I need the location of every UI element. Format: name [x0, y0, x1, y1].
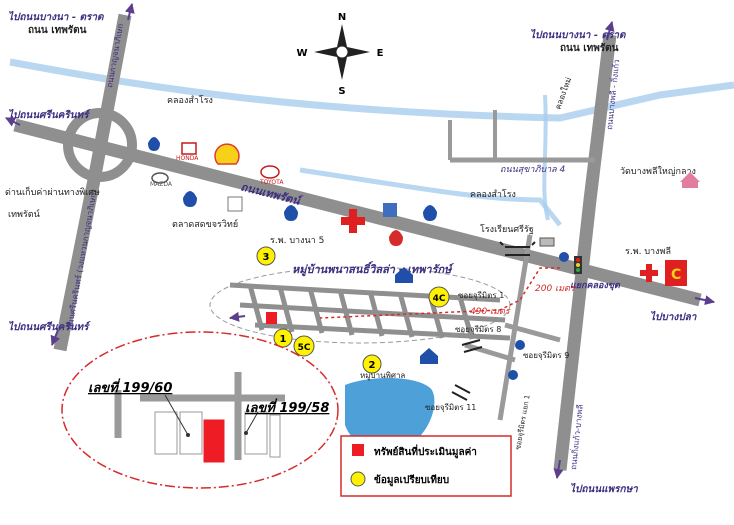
compass-w: W — [296, 48, 307, 59]
bank-icon — [383, 203, 397, 217]
label-canal-right: คลองใหม่ — [553, 76, 573, 110]
label-toll: ด่านเก็บค่าผ่านทางพิเศษ — [5, 185, 100, 198]
house-icon — [395, 267, 438, 364]
direction-arrows — [5, 3, 715, 479]
label-to-bangpla: ไปบางปลา — [650, 310, 698, 323]
legend-comparable-swatch — [350, 471, 366, 487]
label-soi-alley: ซอยจุรีมิตร แยก 1 — [514, 394, 532, 450]
label-market: ตลาดสดขจรวิทย์ — [172, 218, 238, 230]
canal-mid — [299, 167, 562, 227]
label-village-main: หมู่บ้านพนาสนธิ์วิลล่า - เทพารักษ์ — [292, 261, 455, 277]
compass-e: E — [377, 48, 384, 59]
label-honda: HONDA — [176, 155, 199, 162]
label-distance-490: 490 เมตร — [470, 307, 511, 317]
marker-5c: 5C — [298, 343, 311, 353]
legend: ทรัพย์สินที่ประเมินมูลค่า ข้อมูลเปรียบเท… — [340, 435, 512, 497]
comparable-markers: 1 2 3 4C 5C — [256, 246, 450, 374]
label-to-bangna-right: ไปถนนบางนา - ตราด — [530, 28, 627, 41]
label-mazda: MAZDA — [150, 181, 173, 188]
marker-1: 1 — [280, 334, 287, 345]
toyota-icon — [260, 165, 280, 179]
canal-right — [542, 94, 550, 221]
label-soi-8: ซอยจุรีมิตร 8 — [455, 325, 501, 334]
ptt-icon-4 — [423, 205, 437, 221]
svg-text:C: C — [671, 267, 681, 283]
mazda-icon — [151, 172, 169, 184]
label-canal-mid: คลองสำโรง — [470, 189, 516, 200]
marker-4c: 4C — [433, 294, 446, 304]
label-toyota: TOYOTA — [259, 179, 284, 186]
route-dotted — [319, 267, 560, 319]
compass-s: S — [338, 86, 345, 97]
hospital-icon — [341, 209, 365, 233]
label-village-pisan: หมู่บ้านพิศาล — [360, 371, 405, 381]
road-junction — [464, 234, 561, 421]
label-canal-top: คลองสำโรง — [167, 95, 213, 106]
label-sukhaphiban: ถนนสุขาภิบาล 4 — [500, 164, 566, 175]
inset-lots — [154, 411, 281, 463]
ptt-icon — [148, 137, 160, 151]
label-to-srinakarin-bottom: ไปถนนศรีนครินทร์ — [8, 320, 92, 333]
school-icon — [539, 237, 555, 247]
road-bangphli — [553, 34, 617, 471]
label-hospital-bangna: ร.พ. บางนา 5 — [270, 236, 324, 246]
village-grid — [229, 282, 511, 341]
road-sukhaphiban-v1 — [448, 110, 497, 160]
label-to-phraeksa: ไปถนนแพรกษา — [570, 482, 639, 495]
hospital-icon-2 — [640, 264, 658, 282]
ptt-icon-5 — [389, 230, 403, 246]
info-icon — [508, 252, 569, 380]
shell-icon — [214, 143, 240, 165]
inset-lot-b: เลขที่ 199/58 — [245, 398, 329, 416]
lake — [345, 378, 435, 452]
compass: N S E W — [296, 12, 383, 97]
canal-top — [9, 58, 734, 122]
legend-subject-label: ทรัพย์สินที่ประเมินมูลค่า — [374, 444, 477, 459]
label-soi-9: ซอยจุรีมิตร 9 — [523, 351, 569, 360]
label-thepparat-left: ถนน เทพรัตน — [28, 24, 87, 36]
interchange — [63, 108, 137, 182]
label-temple: วัดบางพลีใหญ่กลาง — [620, 166, 696, 177]
traffic-light-icon — [574, 256, 582, 274]
honda-icon — [181, 142, 197, 155]
legend-subject-swatch — [352, 444, 364, 456]
label-to-bangna-left: ไปถนนบางนา - ตราด — [8, 10, 105, 23]
marker-3: 3 — [263, 252, 270, 263]
bridge-icon — [451, 241, 536, 401]
label-to-srinakarin-top: ไปถนนศรีนครินทร์ — [8, 108, 92, 121]
marker-2: 2 — [369, 360, 376, 371]
label-soi-1: ซอยจุรีมิตร 1 — [458, 291, 504, 300]
temple-icon — [680, 172, 700, 188]
label-distance-200: 200 เมตร — [535, 284, 576, 294]
label-thepparat-right: ถนน เทพรัตน — [560, 42, 619, 54]
ptt-icon-3 — [284, 205, 298, 221]
label-soi-11: ซอยจุรีมิตร 11 — [425, 403, 476, 412]
inset-roads — [114, 372, 285, 460]
label-school: โรงเรียนศรีรัฐ — [480, 224, 534, 235]
label-toll2: เทพรัตน์ — [8, 208, 40, 220]
label-intersection: แยกคลองขุด — [570, 281, 621, 291]
ptt-icon-2 — [183, 191, 197, 207]
label-hospital-bangphli: ร.พ. บางพลี — [625, 246, 671, 257]
compass-n: N — [338, 12, 346, 23]
inset-outline — [61, 331, 339, 489]
market-icon — [227, 196, 243, 212]
inset-lot-a: เลขที่ 199/60 — [88, 378, 172, 396]
hospital-logo-icon: C — [665, 260, 687, 286]
subject-parcel — [266, 312, 277, 324]
legend-comparable-label: ข้อมูลเปรียบเทียบ — [374, 474, 449, 487]
brand-icons: C — [148, 137, 700, 401]
